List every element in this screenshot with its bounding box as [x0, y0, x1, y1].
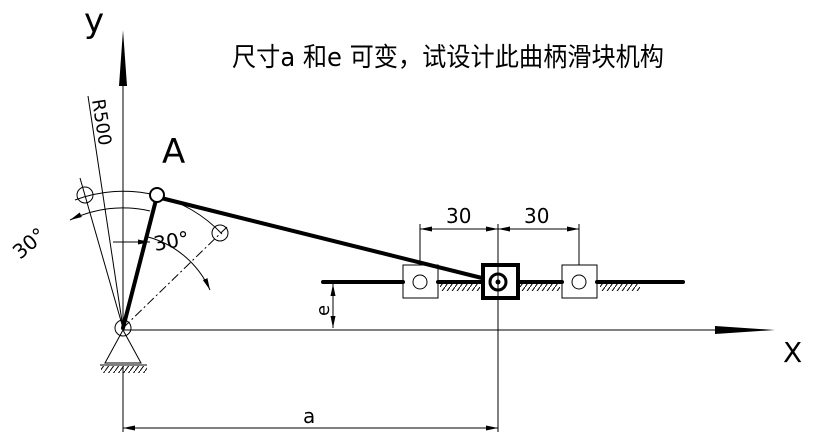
right-offset-label: 30 [524, 204, 549, 228]
crank-pin-joint [149, 187, 165, 203]
slider-right-limit-pin [571, 274, 587, 290]
ground-hatching [101, 366, 147, 373]
ground-support-triangle [104, 328, 142, 364]
guide-hatching-3 [600, 284, 640, 291]
guide-hatching-1 [440, 284, 480, 291]
diagram-title: 尺寸a 和e 可变，试设计此曲柄滑块机构 [232, 43, 664, 73]
radius-label: R500 [87, 97, 115, 147]
crank-pin-right-limit [211, 224, 229, 242]
left-limit-line [79, 177, 124, 329]
slider-left-limit [402, 264, 439, 299]
crank-link [121, 194, 159, 330]
x-axis-label: X [783, 336, 802, 369]
crank-pin-label: A [162, 132, 185, 172]
slider-left-limit-pin [412, 274, 428, 290]
right-angle-arc [147, 236, 211, 291]
x-axis-arrowhead [715, 326, 775, 334]
crank-pin-left-limit [76, 186, 94, 204]
radius-leader-line [87, 95, 124, 329]
right-limit-centerline [122, 225, 229, 329]
y-axis-label: y [84, 1, 104, 41]
slider-right-limit [561, 264, 598, 299]
distance-label: a [303, 404, 315, 428]
left-offset-label: 30 [446, 204, 471, 228]
frame-pivot-joint [114, 319, 132, 337]
left-angle-arc [69, 207, 151, 221]
y-axis-arrowhead [119, 30, 127, 86]
right-angle-label: 30° [152, 226, 191, 256]
guide-hatching-2 [520, 284, 560, 291]
left-angle-label: 30° [8, 223, 51, 264]
connecting-rod [155, 195, 500, 284]
eccentricity-label: e [313, 305, 334, 316]
